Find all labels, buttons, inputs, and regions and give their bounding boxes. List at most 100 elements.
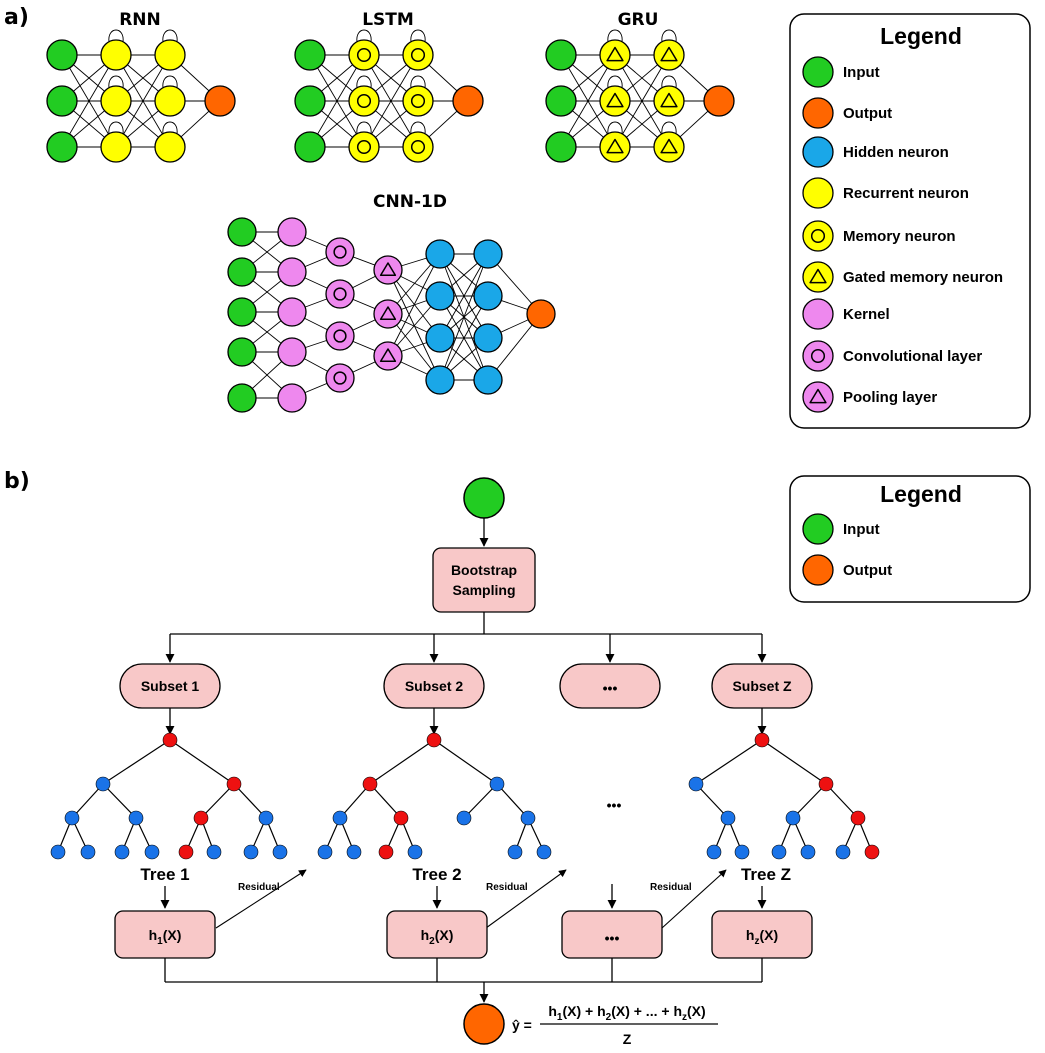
gated-memory-neuron — [599, 131, 631, 163]
weight-line — [614, 54, 670, 148]
tree-edge — [496, 783, 529, 819]
residual-arrow-3 — [661, 869, 727, 929]
recurrent-loop — [661, 121, 677, 135]
legend-a-title: Legend — [880, 23, 962, 49]
tree-node-active — [754, 732, 770, 748]
tree-node-active — [850, 810, 866, 826]
gate-triangle-icon — [809, 268, 827, 284]
tree-node — [536, 844, 552, 860]
gated-memory-neuron — [653, 39, 685, 71]
weight-line — [387, 253, 441, 357]
h-box-label: h2(X) — [421, 927, 454, 947]
subset-2-label: Subset 2 — [405, 678, 464, 694]
output-node — [463, 1003, 505, 1045]
recurrent-loop — [162, 29, 178, 43]
bootstrap-line-2: Sampling — [452, 582, 515, 598]
tree-node — [80, 844, 96, 860]
panel-b-label: b) — [4, 469, 30, 494]
recurrent-neuron — [100, 85, 132, 117]
gate-triangle-icon — [379, 348, 397, 362]
gated-memory-neuron — [599, 39, 631, 71]
weight-line — [363, 54, 419, 148]
tree-node — [720, 810, 736, 826]
tree-edge — [200, 783, 235, 819]
formula-numerator: h1(X) + h2(X) + ... + hz(X) — [548, 1003, 705, 1023]
tree-1-label: Tree 1 — [140, 865, 189, 884]
input-neuron — [227, 383, 257, 413]
recurrent-neuron — [154, 39, 186, 71]
convolutional-neuron — [325, 321, 355, 351]
gate-triangle-icon — [606, 92, 624, 108]
h-box-label: hz(X) — [746, 927, 778, 947]
num-tail: (X) + ... + — [611, 1003, 673, 1019]
tree-node-active — [818, 776, 834, 792]
memory-neuron — [348, 85, 380, 117]
tree-node — [456, 810, 472, 826]
connections — [61, 29, 221, 148]
ensemble-diagram: Bootstrap Sampling Subset 1 Subset 2 •••… — [50, 477, 880, 1047]
tree-node — [144, 844, 160, 860]
legend-label: Pooling layer — [843, 389, 937, 406]
lstm-title: LSTM — [362, 10, 414, 30]
legend-swatch-input — [802, 56, 834, 88]
input-neuron — [227, 217, 257, 247]
num-subscript: 2 — [606, 1012, 612, 1023]
legend-swatch-pooling-layer — [802, 381, 834, 413]
subset-1-label: Subset 1 — [141, 678, 200, 694]
input-neuron — [545, 39, 577, 71]
legend-b-frame — [789, 475, 1031, 603]
recurrent-loop — [607, 29, 623, 43]
tree-node — [243, 844, 259, 860]
hidden-neuron — [473, 281, 503, 311]
legend-swatch-input — [802, 513, 834, 545]
h-box-3: ••• — [561, 910, 663, 959]
memory-ring-icon — [356, 47, 372, 63]
connections — [309, 29, 469, 148]
input-neuron — [46, 39, 78, 71]
hidden-neuron — [473, 365, 503, 395]
gate-triangle-icon — [660, 46, 678, 62]
weight-line — [309, 54, 365, 148]
gate-triangle-icon — [606, 138, 624, 154]
residual-label-3: Residual — [650, 882, 692, 893]
gated-memory-neuron — [653, 131, 685, 163]
memory-ring-icon — [333, 371, 347, 385]
memory-neuron — [402, 131, 434, 163]
subset-ellipsis-label: ••• — [603, 680, 618, 696]
formula-denominator: Z — [623, 1031, 632, 1047]
memory-ring-icon — [810, 348, 826, 364]
kernel-neuron — [277, 337, 307, 367]
tree-edge — [102, 739, 171, 785]
input-neuron — [294, 131, 326, 163]
legend-swatch-convolutional-layer — [802, 340, 834, 372]
input-node — [463, 477, 505, 519]
tree-edge — [102, 783, 137, 819]
tree-node-active — [162, 732, 178, 748]
tree-edges — [57, 739, 281, 853]
legend-label: Memory neuron — [843, 228, 956, 245]
legend-item-output: Output — [802, 97, 892, 129]
cnn-1d-network — [227, 217, 556, 413]
legend-item-output: Output — [802, 554, 892, 586]
kernel-neuron — [277, 217, 307, 247]
pooling-neuron — [373, 255, 403, 285]
h-base: ••• — [605, 930, 620, 946]
tree-node — [706, 844, 722, 860]
gru-network — [545, 29, 735, 163]
recurrent-loop — [162, 75, 178, 89]
tree-node — [206, 844, 222, 860]
panel-a-label: a) — [4, 5, 29, 30]
residual-label-1: Residual — [238, 882, 280, 893]
memory-ring-icon — [356, 139, 372, 155]
legend-swatch-kernel — [802, 298, 834, 330]
weight-line — [439, 253, 489, 339]
hidden-neuron — [425, 239, 455, 269]
input-neuron — [46, 131, 78, 163]
convolutional-neuron — [325, 363, 355, 393]
convolutional-neuron — [325, 237, 355, 267]
legend-label: Recurrent neuron — [843, 185, 969, 202]
subset-z-label: Subset Z — [732, 678, 792, 694]
weight-line — [439, 295, 489, 381]
gate-triangle-icon — [379, 306, 397, 320]
recurrent-neuron — [154, 85, 186, 117]
